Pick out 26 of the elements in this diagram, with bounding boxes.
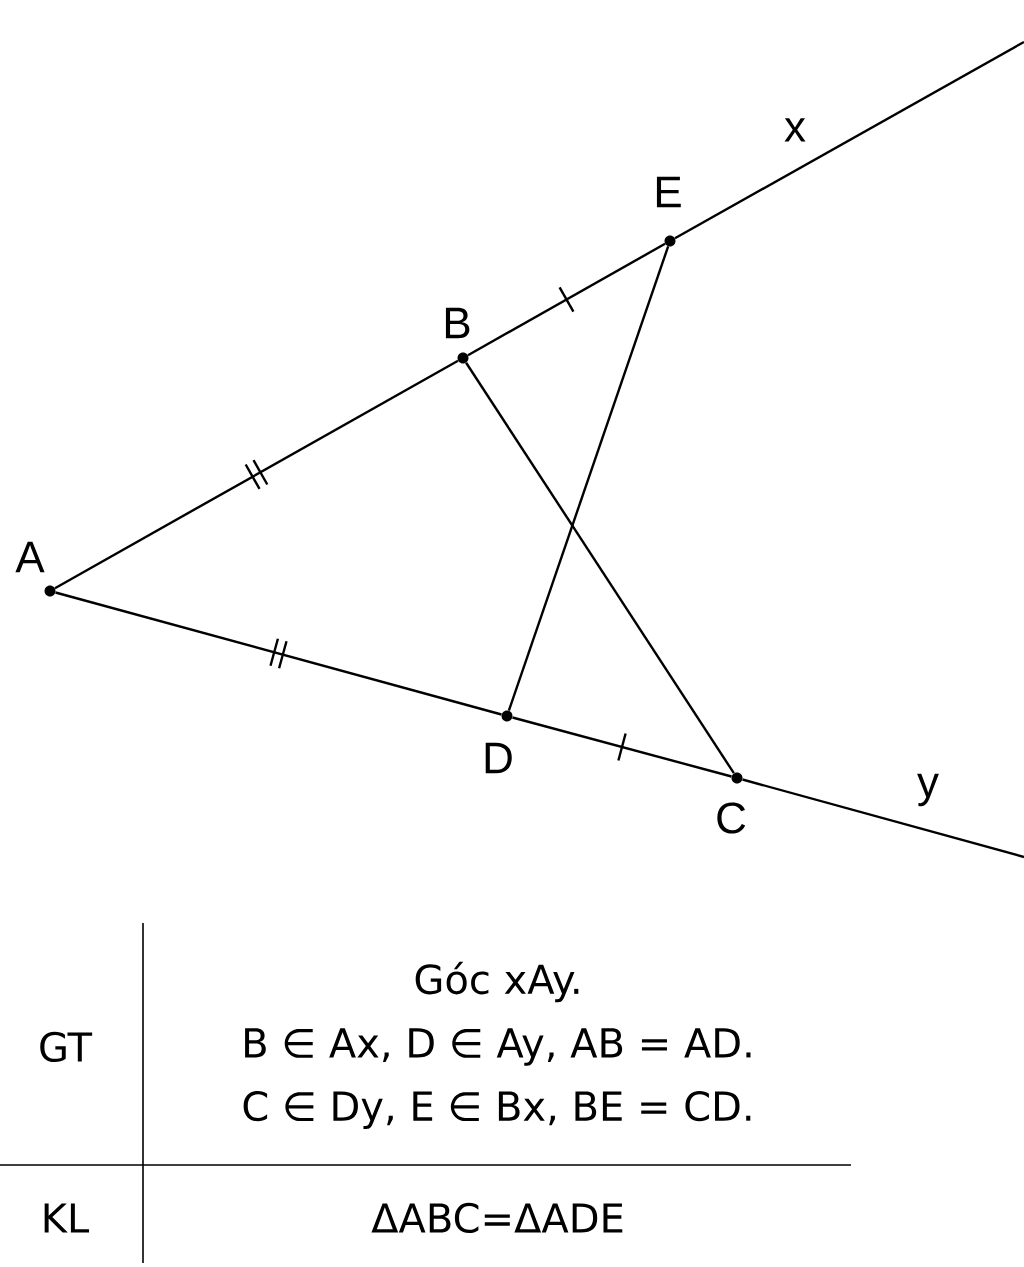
line-segment xyxy=(674,40,1024,240)
table-text: B ∈ Ax, D ∈ Ay, AB = AD. xyxy=(245,1028,751,1066)
ray-label: x xyxy=(784,118,806,142)
table-text: ΔABC=ΔADE xyxy=(371,1202,623,1234)
line-segment xyxy=(55,591,502,716)
line-segment xyxy=(507,246,670,711)
line-segment xyxy=(467,242,666,357)
table-text: C ∈ Dy, E ∈ Bx, BE = CD. xyxy=(243,1091,751,1129)
ray-label: y xyxy=(917,773,939,807)
table-text: GT xyxy=(40,1031,93,1063)
table-text: KL xyxy=(44,1203,90,1233)
node-label: D xyxy=(485,742,512,774)
table-text: Góc xAy. xyxy=(415,961,579,1003)
line-segment xyxy=(54,359,459,590)
labeled-point: A xyxy=(15,541,56,597)
line-segment xyxy=(465,362,735,774)
labeled-point: E xyxy=(656,176,681,247)
node-label: E xyxy=(656,176,681,208)
node-label: C xyxy=(717,802,746,834)
line-segment xyxy=(512,716,732,778)
node-label: B xyxy=(445,307,470,339)
node-label: A xyxy=(15,541,45,573)
labeled-point: C xyxy=(717,772,746,834)
labeled-point: B xyxy=(445,307,470,364)
line-segment xyxy=(742,778,1024,859)
labeled-point: D xyxy=(485,710,513,774)
